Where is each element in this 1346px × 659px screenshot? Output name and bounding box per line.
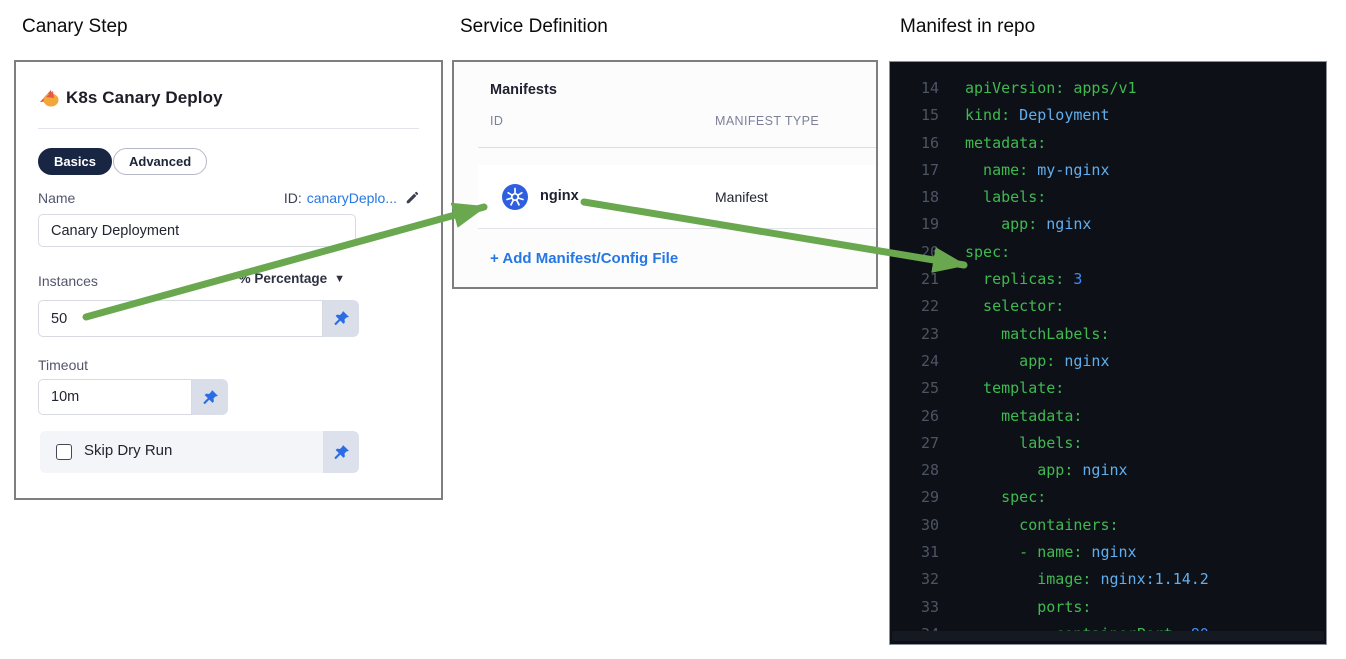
skip-dry-run-pin-button[interactable] — [323, 431, 359, 473]
code-line: 28 app: nginx — [920, 461, 1128, 480]
code-line: 17 name: my-nginx — [920, 160, 1110, 179]
pin-icon — [333, 311, 349, 326]
code-line: 32 image: nginx:1.14.2 — [920, 570, 1209, 589]
skip-dry-run-checkbox[interactable] — [56, 444, 72, 460]
skip-dry-run-row: Skip Dry Run — [40, 431, 323, 473]
code-line: 24 app: nginx — [920, 351, 1110, 370]
manifests-card-title: Manifests — [490, 82, 557, 98]
timeout-input[interactable] — [38, 379, 192, 415]
canary-step-panel: K8s Canary Deploy Basics Advanced Name I… — [14, 60, 443, 500]
manifest-id-cell: nginx — [540, 188, 579, 204]
name-input[interactable] — [38, 214, 356, 247]
instances-input[interactable] — [38, 300, 323, 337]
step-id-group: ID: canaryDeplo... — [284, 190, 419, 206]
canary-bird-icon — [40, 90, 59, 107]
code-line: 33 ports: — [920, 597, 1092, 616]
step-title: K8s Canary Deploy — [66, 88, 223, 107]
divider — [38, 128, 419, 129]
add-manifest-link[interactable]: + Add Manifest/Config File — [490, 250, 679, 267]
manifest-row-nginx[interactable]: nginx Manifest — [478, 165, 876, 229]
name-label: Name — [38, 190, 76, 206]
instances-unit-dropdown[interactable]: % Percentage ▼ — [239, 271, 345, 286]
service-definition-heading: Service Definition — [460, 16, 608, 37]
code-line: 30 containers: — [920, 515, 1119, 534]
step-id-link[interactable]: canaryDeplo... — [306, 190, 397, 206]
pin-icon — [202, 389, 218, 404]
pin-icon — [333, 444, 349, 459]
code-line: 19 app: nginx — [920, 215, 1092, 234]
unit-dropdown-value: % Percentage — [238, 271, 328, 286]
column-header-id: ID — [490, 114, 504, 128]
timeout-pin-button[interactable] — [192, 379, 228, 415]
instances-pin-button[interactable] — [323, 300, 359, 337]
code-line: 31 - name: nginx — [920, 543, 1137, 562]
skip-dry-run-label: Skip Dry Run — [84, 442, 173, 459]
id-prefix: ID: — [283, 190, 302, 206]
manifest-type-cell: Manifest — [715, 189, 768, 205]
kubernetes-icon — [502, 184, 528, 210]
code-line: 21 replicas: 3 — [920, 270, 1083, 289]
code-line: 23 matchLabels: — [920, 324, 1110, 343]
timeout-label: Timeout — [38, 357, 89, 373]
chevron-down-icon: ▼ — [334, 272, 345, 285]
horizontal-scrollbar[interactable] — [892, 631, 1324, 641]
tab-basics[interactable]: Basics — [38, 148, 112, 175]
instances-label: Instances — [38, 273, 98, 289]
code-line: 25 template: — [920, 379, 1065, 398]
code-line: 29 spec: — [920, 488, 1047, 507]
service-definition-panel: Manifests ID MANIFEST TYPE nginx Manifes… — [452, 60, 878, 289]
edit-pencil-icon[interactable] — [405, 191, 419, 205]
manifest-in-repo-heading: Manifest in repo — [900, 16, 1036, 37]
code-line: 26 metadata: — [920, 406, 1083, 425]
code-line: 22 selector: — [920, 297, 1065, 316]
divider — [478, 147, 876, 148]
column-header-manifest-type: MANIFEST TYPE — [715, 114, 820, 128]
tab-advanced[interactable]: Advanced — [113, 148, 208, 175]
code-line: 27 labels: — [920, 433, 1083, 452]
canary-step-heading: Canary Step — [22, 16, 128, 37]
code-line: 18 labels: — [920, 188, 1047, 207]
